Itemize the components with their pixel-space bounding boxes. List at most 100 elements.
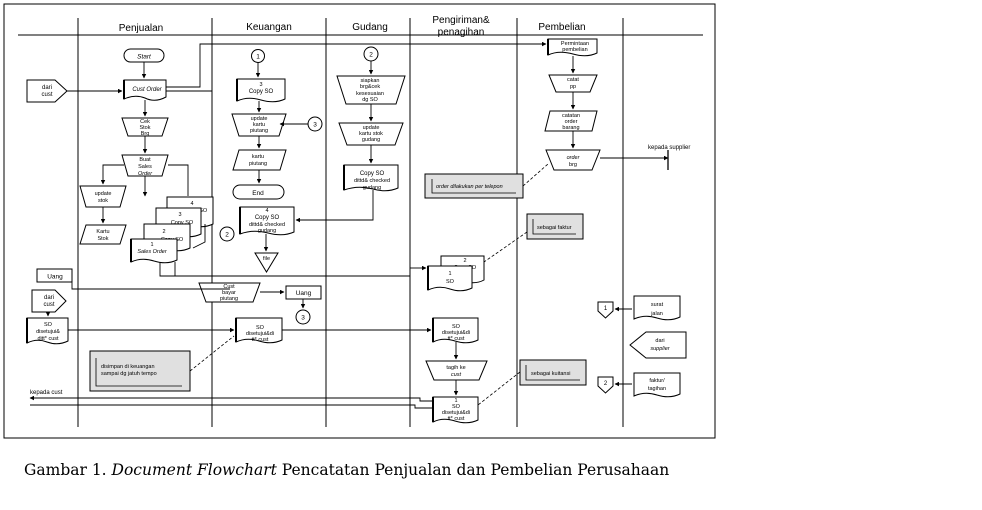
svg-text:brg: brg: [569, 162, 577, 168]
svg-text:tt* cust: tt* cust: [448, 416, 465, 422]
dari-supplier-offpage: dari supplier: [629, 331, 687, 359]
svg-text:Start: Start: [137, 54, 152, 61]
ket-kuitansi-note: sebagai kuitansi: [519, 359, 587, 386]
svg-text:Order: Order: [138, 171, 153, 177]
svg-text:disimpan di keuangan: disimpan di keuangan: [101, 364, 155, 370]
svg-text:tagih ke: tagih ke: [446, 365, 465, 371]
svg-text:1: 1: [454, 398, 457, 404]
svg-text:3: 3: [301, 315, 305, 322]
svg-text:bayar: bayar: [222, 290, 236, 296]
svg-text:Copy SO: Copy SO: [255, 215, 280, 221]
svg-text:piutang: piutang: [220, 296, 238, 302]
svg-text:order: order: [567, 155, 581, 161]
connector-3-keuangan: 3: [295, 309, 311, 325]
svg-text:piutang: piutang: [249, 161, 267, 167]
permintaan-pembelian-document: Permintaan pembelian: [547, 38, 598, 57]
svg-text:kartu: kartu: [253, 122, 265, 128]
connector-2-pembelian: 2: [597, 376, 614, 394]
caption-italic: Document Flowchart: [111, 461, 277, 479]
svg-text:ditt* cust: ditt* cust: [37, 336, 59, 342]
svg-text:dittd& checked: dittd& checked: [354, 178, 390, 184]
tagih-ke-cust-process: tagih ke cust: [425, 360, 488, 381]
kepada-supplier-label: kepada supplier: [648, 145, 690, 151]
svg-text:update: update: [363, 125, 380, 131]
svg-text:supplier: supplier: [650, 346, 670, 352]
svg-text:order dilakukan per telepon: order dilakukan per telepon: [436, 184, 503, 190]
faktur-tagihan-document: faktur/ tagihan: [633, 372, 681, 398]
svg-text:catatan: catatan: [562, 113, 580, 119]
gudang-copy-so-document: Copy SO dittd& checked gudang: [343, 164, 399, 192]
connector-3-piutang: 3: [307, 116, 323, 132]
svg-text:Copy SO: Copy SO: [249, 89, 274, 95]
dari-cust-offpage-1: dari cust: [26, 79, 68, 103]
svg-text:Uang: Uang: [296, 290, 312, 297]
svg-text:surat: surat: [651, 302, 664, 308]
svg-text:pembelian: pembelian: [562, 47, 587, 53]
svg-text:1: 1: [448, 271, 451, 277]
svg-text:piutang: piutang: [250, 128, 268, 134]
svg-text:2: 2: [369, 52, 373, 59]
update-stok-process: update stok: [79, 185, 127, 208]
buat-so-process: Buat Sales Order: [121, 154, 169, 177]
lane-pembelian: Pembelian: [538, 22, 585, 33]
lane-penjualan: Penjualan: [119, 23, 163, 34]
svg-text:3: 3: [259, 82, 262, 88]
siapkan-brg-process: siapkan brg&cek kesesuaian dg SO: [336, 75, 406, 105]
kepada-cust-label: kepada cust: [30, 390, 63, 396]
svg-text:Kartu: Kartu: [96, 229, 109, 235]
keterangan-keuangan-note: disimpan di keuangan sampai dg jatuh tem…: [89, 350, 191, 392]
update-kartu-piutang-process: update kartu piutang: [231, 113, 287, 137]
svg-text:Buat: Buat: [139, 157, 151, 163]
flow-lines: [29, 41, 669, 409]
end-terminator: End: [232, 184, 285, 200]
svg-text:1: 1: [150, 242, 153, 248]
svg-text:3: 3: [313, 122, 317, 129]
order-brg-process: order brg: [545, 149, 601, 171]
svg-text:gudang: gudang: [363, 185, 381, 191]
svg-text:tagihan: tagihan: [648, 386, 666, 392]
update-kartu-stok-gudang-process: update kartu stok gudang: [338, 122, 404, 146]
svg-text:Copy SO: Copy SO: [171, 220, 194, 226]
svg-text:Stok: Stok: [97, 236, 108, 242]
svg-text:End: End: [252, 190, 264, 197]
svg-text:gudang: gudang: [258, 228, 276, 234]
connector-2-file: 2: [219, 226, 235, 242]
svg-text:order: order: [565, 119, 578, 125]
svg-text:4: 4: [190, 201, 193, 207]
svg-text:faktur/: faktur/: [649, 378, 665, 384]
svg-text:dari: dari: [44, 295, 54, 301]
svg-text:2: 2: [225, 232, 229, 239]
svg-text:dittd& checked: dittd& checked: [249, 222, 285, 228]
catatan-order-barang-data: catatan order barang: [544, 110, 598, 132]
svg-text:Stok: Stok: [139, 125, 150, 131]
lane-keuangan: Keuangan: [246, 22, 292, 33]
svg-text:1: 1: [604, 306, 608, 312]
frame: [3, 3, 716, 439]
copy-so-4-dittd-document: 4 Copy SO dittd& checked gudang: [239, 206, 295, 236]
connector-1-keuangan: 1: [251, 49, 265, 63]
ket-telepon-note: order dilakukan per telepon: [424, 173, 524, 199]
svg-text:Sales: Sales: [138, 164, 152, 170]
cust-bayar-piutang-input: Cust bayar piutang: [198, 282, 261, 303]
file-storage: file: [254, 252, 279, 273]
svg-text:Sales Order: Sales Order: [137, 249, 168, 255]
dari-cust-offpage-2: dari cust: [31, 289, 67, 313]
cust-order-document: Cust Order: [123, 79, 167, 101]
keuangan-copy-so-document: 3 Copy SO: [236, 78, 286, 103]
svg-text:dg SO: dg SO: [362, 97, 378, 103]
svg-text:siapkan: siapkan: [361, 78, 380, 84]
svg-text:kesesuaian: kesesuaian: [356, 91, 384, 97]
svg-text:file: file: [263, 256, 270, 262]
svg-text:dari: dari: [42, 85, 52, 91]
svg-text:SO: SO: [452, 324, 461, 330]
pengiriman-so-disetujui-document: SO disetujui&di tt* cust: [432, 317, 479, 344]
figure-caption: Gambar 1. Document Flowchart Pencatatan …: [24, 461, 669, 479]
lane-gudang: Gudang: [352, 22, 388, 33]
caption-rest: Pencatatan Penjualan dan Pembelian Perus…: [281, 461, 670, 479]
svg-text:Brg: Brg: [141, 131, 150, 137]
svg-text:pp: pp: [570, 84, 576, 90]
svg-text:stok: stok: [98, 198, 108, 204]
svg-text:jalan: jalan: [650, 311, 663, 317]
svg-text:update: update: [251, 116, 268, 122]
